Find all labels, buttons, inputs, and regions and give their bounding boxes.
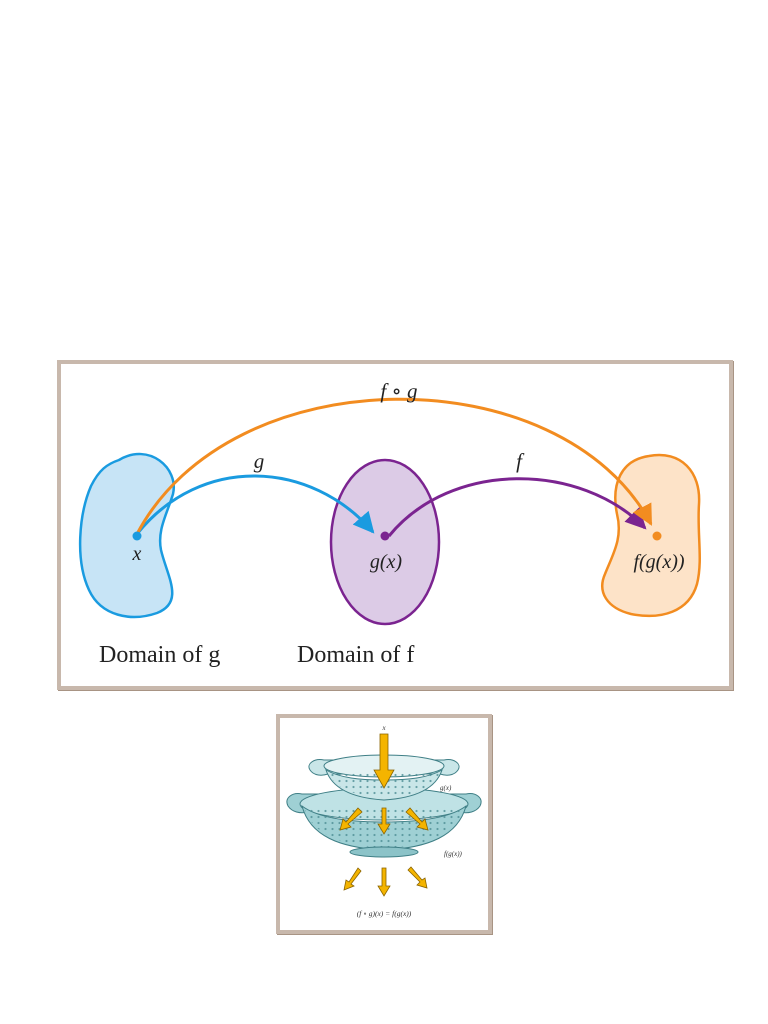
arrow-g	[135, 474, 375, 535]
result-label: (f ∘ g)(x) = f(g(x))	[357, 909, 412, 918]
domain-f-region	[329, 458, 441, 626]
point-gx	[380, 531, 390, 541]
input-label: x	[381, 724, 386, 732]
inner-output-arrow-left	[339, 807, 363, 831]
outer-output-arrow-center	[377, 867, 391, 897]
arrow-f	[387, 477, 647, 537]
colander-illustration: x g(x) f(g(x)) (f ∘ g)(x) = f(g(x))	[286, 724, 482, 918]
inner-output-label: g(x)	[440, 784, 452, 792]
point-fgx-label: f(g(x))	[633, 551, 684, 573]
colander-illustration-panel: x g(x) f(g(x)) (f ∘ g)(x) = f(g(x))	[276, 714, 492, 934]
composition-diagram-panel: f ∘ g g f x g(x) f(g(x)) Domain of g Dom…	[57, 360, 733, 690]
arrow-f-label: f	[516, 449, 525, 473]
domain-g-caption: Domain of g	[99, 642, 220, 668]
point-x-label: x	[132, 543, 142, 565]
point-x	[132, 531, 142, 541]
range-region	[601, 453, 701, 618]
flow-arrows	[339, 733, 429, 897]
arrow-f-compose-g	[135, 397, 653, 535]
outer-output-arrow-right	[407, 866, 428, 889]
point-gx-label: g(x)	[370, 551, 403, 573]
domain-f-caption: Domain of f	[297, 642, 414, 668]
arrow-g-label: g	[254, 449, 265, 473]
point-fgx	[652, 531, 662, 541]
composition-diagram: f ∘ g g f x g(x) f(g(x)) Domain of g Dom…	[78, 379, 701, 668]
outer-output-arrow-left	[343, 867, 362, 891]
arrow-fog-label: f ∘ g	[380, 379, 417, 403]
inner-output-arrow-right	[405, 807, 429, 831]
outer-output-label: f(g(x))	[444, 850, 463, 858]
input-arrow	[373, 733, 395, 789]
domain-g-region	[78, 452, 176, 619]
inner-output-arrow-center	[377, 807, 391, 835]
